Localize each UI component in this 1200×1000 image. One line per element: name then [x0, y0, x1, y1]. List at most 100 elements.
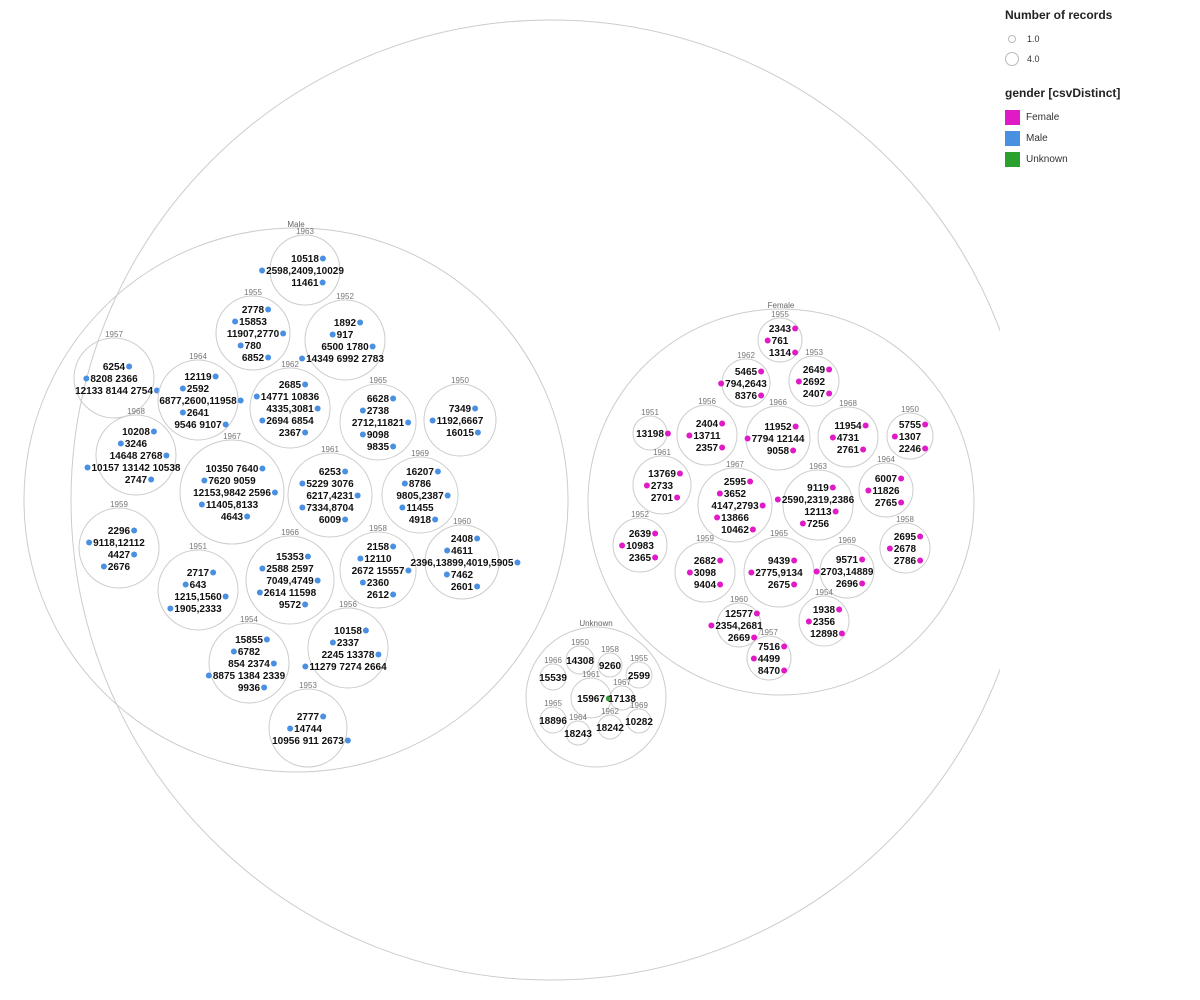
- year-bubble[interactable]: [339, 383, 417, 461]
- record-dot[interactable]: [126, 363, 133, 370]
- record-dot[interactable]: [674, 494, 681, 501]
- record-dot[interactable]: [83, 375, 90, 382]
- record-dot[interactable]: [84, 464, 91, 471]
- record-dot[interactable]: [792, 423, 799, 430]
- record-dot[interactable]: [717, 557, 724, 564]
- record-dot[interactable]: [791, 581, 798, 588]
- year-bubble[interactable]: [424, 524, 500, 600]
- year-bubble[interactable]: [746, 635, 792, 681]
- record-dot[interactable]: [790, 447, 797, 454]
- record-dot[interactable]: [792, 349, 799, 356]
- record-dot[interactable]: [826, 366, 833, 373]
- year-bubble[interactable]: [179, 439, 285, 545]
- record-dot[interactable]: [917, 533, 924, 540]
- record-dot[interactable]: [86, 539, 93, 546]
- record-dot[interactable]: [686, 432, 693, 439]
- color-legend-item-male[interactable]: Male: [1005, 131, 1195, 146]
- year-bubble[interactable]: [609, 685, 635, 711]
- year-bubble[interactable]: [287, 452, 373, 538]
- record-dot[interactable]: [399, 504, 406, 511]
- color-legend-item-female[interactable]: Female: [1005, 110, 1195, 125]
- record-dot[interactable]: [198, 501, 205, 508]
- group-bubble[interactable]: [525, 626, 667, 768]
- record-dot[interactable]: [329, 331, 336, 338]
- record-dot[interactable]: [344, 737, 351, 744]
- record-dot[interactable]: [676, 470, 683, 477]
- record-dot[interactable]: [781, 667, 788, 674]
- record-dot[interactable]: [265, 354, 272, 361]
- year-bubble[interactable]: [782, 469, 854, 541]
- year-bubble[interactable]: [676, 404, 738, 466]
- year-bubble[interactable]: [632, 455, 692, 515]
- record-dot[interactable]: [429, 417, 436, 424]
- record-dot[interactable]: [320, 713, 327, 720]
- record-dot[interactable]: [205, 672, 212, 679]
- record-dot[interactable]: [862, 422, 869, 429]
- year-bubble[interactable]: [612, 517, 668, 573]
- color-legend-item-unknown[interactable]: Unknown: [1005, 152, 1195, 167]
- record-dot[interactable]: [232, 318, 239, 325]
- record-dot[interactable]: [664, 430, 671, 437]
- year-bubble[interactable]: [674, 541, 736, 603]
- record-dot[interactable]: [719, 444, 726, 451]
- year-bubble[interactable]: [565, 720, 591, 746]
- year-bubble[interactable]: [597, 652, 623, 678]
- record-dot[interactable]: [354, 492, 361, 499]
- year-bubble[interactable]: [858, 462, 914, 518]
- record-dot[interactable]: [390, 395, 397, 402]
- record-dot[interactable]: [774, 496, 781, 503]
- year-bubble[interactable]: [817, 406, 879, 468]
- record-dot[interactable]: [302, 663, 309, 670]
- year-bubble[interactable]: [245, 535, 335, 625]
- record-dot[interactable]: [270, 660, 277, 667]
- record-dot[interactable]: [390, 591, 397, 598]
- record-dot[interactable]: [922, 445, 929, 452]
- year-bubble[interactable]: [626, 708, 652, 734]
- record-dot[interactable]: [342, 516, 349, 523]
- record-dot[interactable]: [314, 405, 321, 412]
- record-dot[interactable]: [357, 555, 364, 562]
- record-dot[interactable]: [401, 480, 408, 487]
- record-dot[interactable]: [443, 571, 450, 578]
- record-dot[interactable]: [748, 569, 755, 576]
- year-bubble[interactable]: [249, 367, 331, 449]
- record-dot[interactable]: [131, 551, 138, 558]
- year-bubble[interactable]: [73, 337, 155, 419]
- record-dot[interactable]: [405, 567, 412, 574]
- year-bubble[interactable]: [625, 661, 653, 689]
- record-dot[interactable]: [302, 429, 309, 436]
- record-dot[interactable]: [860, 446, 867, 453]
- record-dot[interactable]: [359, 431, 366, 438]
- year-bubble[interactable]: [886, 412, 934, 460]
- year-bubble[interactable]: [208, 622, 290, 704]
- year-bubble[interactable]: [157, 549, 239, 631]
- record-dot[interactable]: [271, 489, 278, 496]
- record-dot[interactable]: [359, 579, 366, 586]
- record-dot[interactable]: [265, 306, 272, 313]
- record-dot[interactable]: [222, 421, 229, 428]
- record-dot[interactable]: [714, 514, 721, 521]
- record-dot[interactable]: [390, 443, 397, 450]
- record-dot[interactable]: [299, 480, 306, 487]
- record-dot[interactable]: [432, 516, 439, 523]
- year-bubble[interactable]: [597, 714, 623, 740]
- record-dot[interactable]: [751, 634, 758, 641]
- record-dot[interactable]: [148, 476, 155, 483]
- record-dot[interactable]: [259, 417, 266, 424]
- record-dot[interactable]: [117, 440, 124, 447]
- record-dot[interactable]: [717, 581, 724, 588]
- record-dot[interactable]: [256, 589, 263, 596]
- record-dot[interactable]: [201, 477, 208, 484]
- record-dot[interactable]: [922, 421, 929, 428]
- record-dot[interactable]: [474, 429, 481, 436]
- record-dot[interactable]: [744, 435, 751, 442]
- record-dot[interactable]: [643, 482, 650, 489]
- year-bubble[interactable]: [819, 543, 875, 599]
- record-dot[interactable]: [253, 393, 260, 400]
- record-dot[interactable]: [263, 636, 270, 643]
- record-dot[interactable]: [163, 452, 170, 459]
- year-bubble[interactable]: [268, 688, 348, 768]
- record-dot[interactable]: [362, 627, 369, 634]
- record-dot[interactable]: [708, 622, 715, 629]
- record-dot[interactable]: [718, 380, 725, 387]
